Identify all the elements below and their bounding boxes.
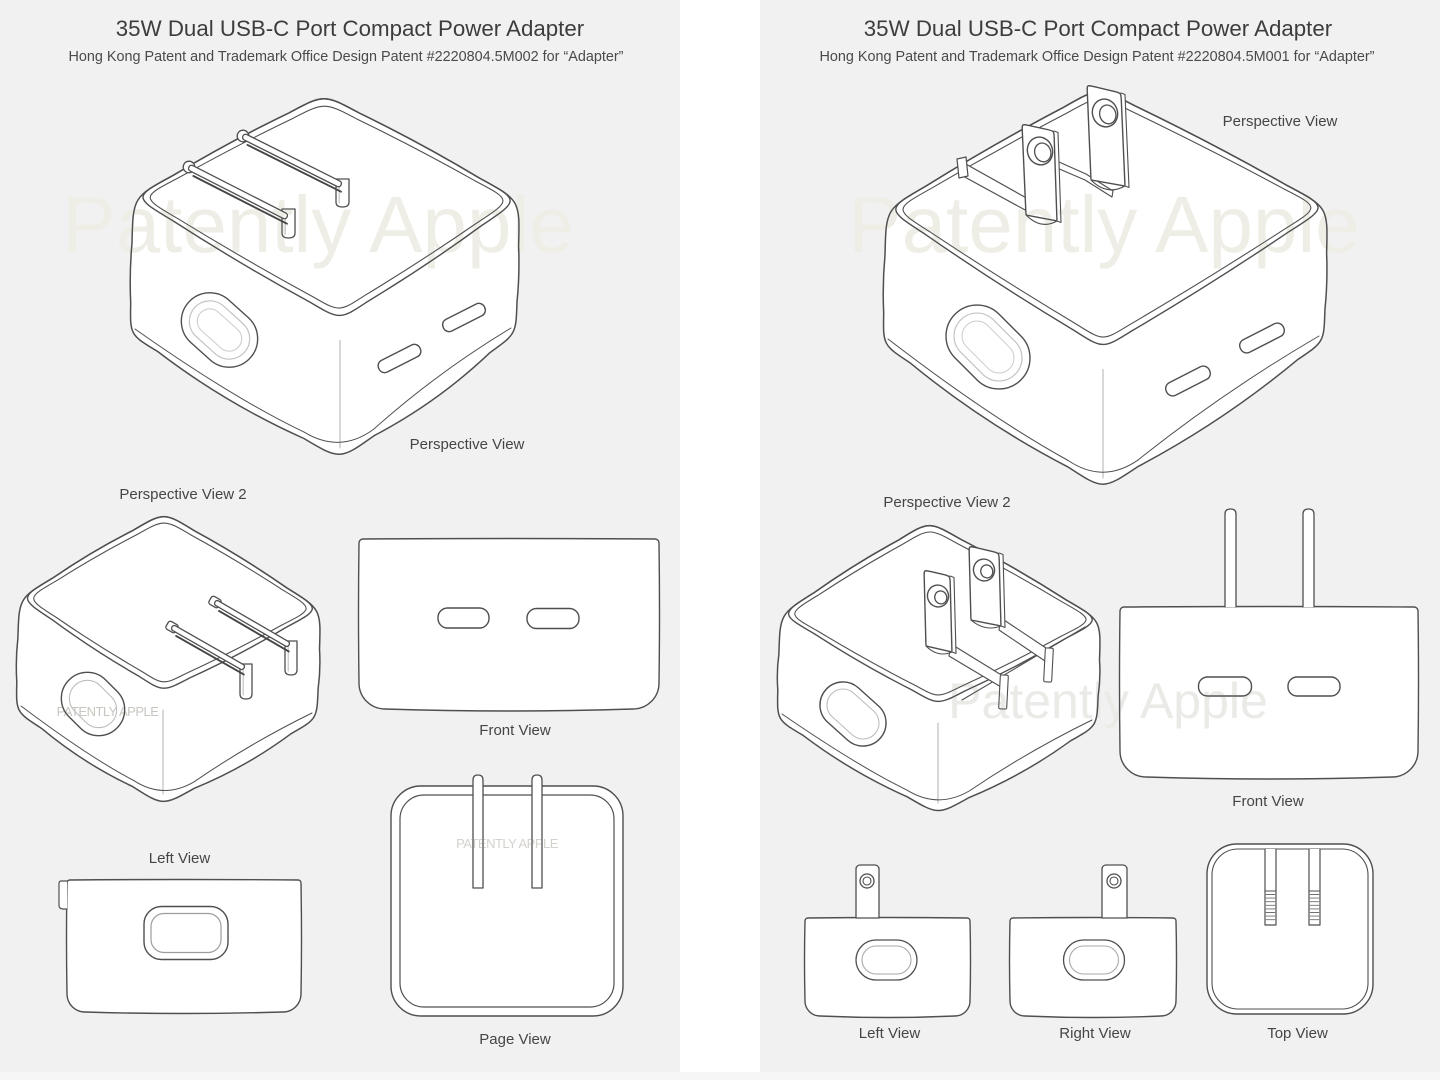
svg-text:Left View: Left View [149, 850, 211, 867]
svg-text:Right View: Right View [1059, 1025, 1131, 1042]
svg-text:Patently Apple: Patently Apple [948, 673, 1268, 729]
svg-text:Perspective View 2: Perspective View 2 [119, 486, 246, 503]
svg-text:Patently Apple: Patently Apple [848, 180, 1359, 269]
svg-text:Page View: Page View [479, 1031, 551, 1048]
svg-text:Left View: Left View [859, 1025, 921, 1042]
svg-text:Top View: Top View [1267, 1025, 1328, 1042]
svg-text:Hong Kong Patent and Trademark: Hong Kong Patent and Trademark Office De… [69, 49, 624, 65]
svg-text:Perspective View: Perspective View [410, 436, 525, 453]
svg-text:35W Dual USB-C Port Compact Po: 35W Dual USB-C Port Compact Power Adapte… [116, 16, 585, 41]
svg-text:Front View: Front View [479, 722, 551, 739]
svg-text:Front View: Front View [1232, 793, 1304, 810]
svg-text:Hong Kong Patent and Trademark: Hong Kong Patent and Trademark Office De… [820, 49, 1375, 65]
svg-text:PATENTLY APPLE: PATENTLY APPLE [456, 836, 559, 851]
svg-text:Perspective View: Perspective View [1223, 113, 1338, 130]
svg-text:Perspective View 2: Perspective View 2 [883, 494, 1010, 511]
svg-text:35W Dual USB-C Port Compact Po: 35W Dual USB-C Port Compact Power Adapte… [864, 16, 1333, 41]
svg-text:Patently Apple: Patently Apple [62, 180, 573, 269]
svg-text:PATENTLY APPLE: PATENTLY APPLE [57, 704, 160, 719]
